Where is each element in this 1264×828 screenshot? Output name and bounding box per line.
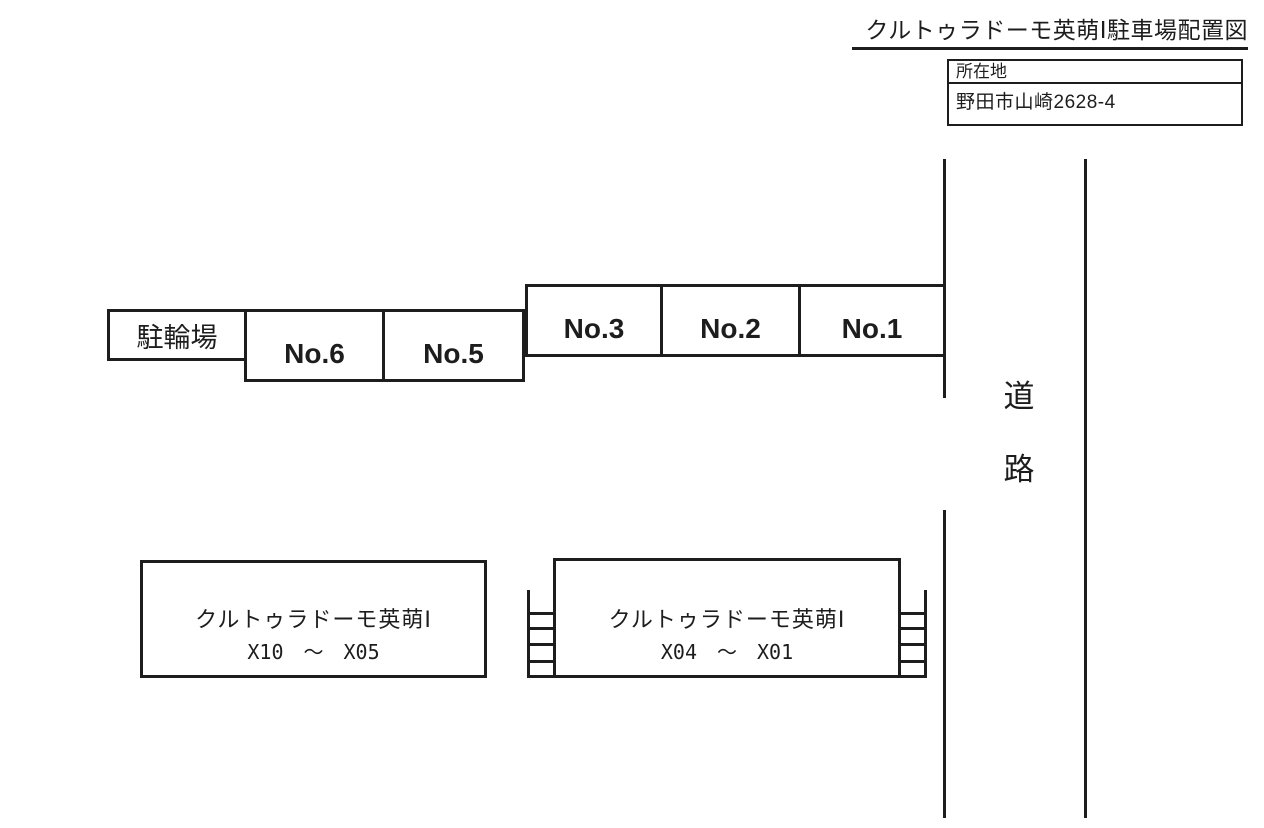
page-title: クルトゥラドーモ英萌Ⅰ駐車場配置図 [852, 14, 1248, 50]
stair-rung [530, 627, 556, 630]
stair-rung [898, 643, 924, 646]
stair-rung [898, 675, 924, 678]
stair-rung [530, 660, 556, 663]
location-address: 野田市山崎2628-4 [956, 92, 1116, 113]
stair-rung [898, 627, 924, 630]
building-unit-range: X04 ～ X01 [660, 640, 794, 664]
stair-rung [530, 675, 556, 678]
parking-space-label: No.1 [841, 312, 903, 344]
road-label-char-2: 路 [1003, 452, 1035, 487]
stair-rung [898, 612, 924, 615]
parking-space-no2: No.2 [660, 284, 801, 357]
parking-space-label: No.5 [423, 337, 484, 369]
road-label-char-1: 道 [1003, 379, 1035, 414]
road-edge-line-left-lower [943, 510, 946, 818]
parking-space-no5: No.5 [382, 309, 525, 382]
parking-space-no1: No.1 [798, 284, 946, 357]
building-name: クルトゥラドーモ英萌Ⅰ [608, 607, 846, 632]
stair-rung [898, 660, 924, 663]
parking-space-label: No.2 [700, 312, 761, 344]
external-stairs-right [898, 590, 927, 678]
parking-space-label: No.3 [563, 312, 625, 344]
parking-space-no6: No.6 [244, 309, 385, 382]
road-edge-line-left-upper [943, 159, 946, 398]
location-box: 所在地 野田市山崎2628-4 [947, 59, 1243, 126]
building-unit-range: X10 ～ X05 [247, 640, 380, 664]
external-stairs-left [527, 590, 556, 678]
road-edge-line-right [1084, 159, 1087, 818]
location-label: 所在地 [949, 61, 1241, 84]
stair-rung [530, 643, 556, 646]
stair-rung [530, 612, 556, 615]
parking-space-label: No.6 [284, 337, 345, 369]
building-left: クルトゥラドーモ英萌Ⅰ X10 ～ X05 [140, 560, 487, 678]
bicycle-parking-space: 駐輪場 [107, 309, 247, 361]
building-right: クルトゥラドーモ英萌Ⅰ X04 ～ X01 [553, 558, 901, 678]
parking-space-no3: No.3 [525, 284, 663, 357]
bicycle-parking-label: 駐輪場 [136, 322, 218, 353]
building-name: クルトゥラドーモ英萌Ⅰ [195, 607, 432, 632]
